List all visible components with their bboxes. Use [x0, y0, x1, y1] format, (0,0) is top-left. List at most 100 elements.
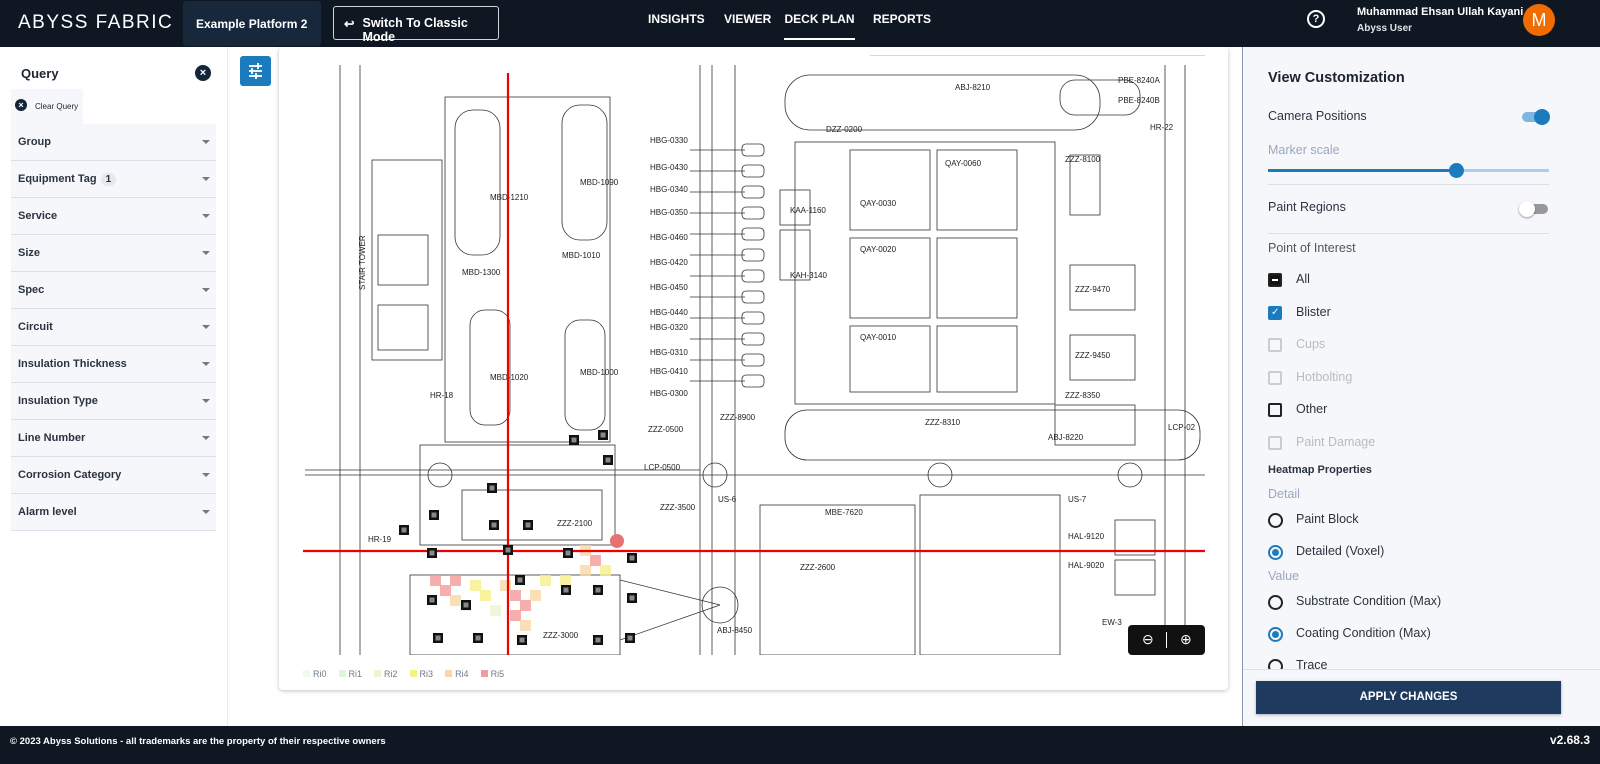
camera-marker[interactable]: [427, 548, 437, 558]
legend-item: Ri0: [303, 669, 327, 679]
camera-marker[interactable]: [461, 600, 471, 610]
checkbox-cups[interactable]: [1268, 338, 1282, 352]
checkbox-blister[interactable]: ✓: [1268, 305, 1282, 320]
nav-deck-plan[interactable]: DECK PLAN: [784, 0, 855, 40]
filter-group[interactable]: Group: [11, 124, 216, 161]
checkbox-all[interactable]: [1268, 273, 1282, 287]
poi-title: Point of Interest: [1268, 241, 1356, 255]
filter-label: Spec: [18, 284, 45, 296]
filter-service[interactable]: Service: [11, 198, 216, 235]
radio-label: Substrate Condition (Max): [1296, 594, 1442, 608]
camera-marker[interactable]: [517, 635, 527, 645]
drawing-label: MBD-1090: [580, 178, 619, 187]
avatar[interactable]: M: [1523, 4, 1555, 36]
switch-classic-mode-button[interactable]: ↩Switch To Classic Mode: [333, 6, 499, 44]
drawing-label: ZZZ-3000: [543, 631, 579, 640]
legend-swatch: [409, 670, 417, 677]
drawing-label: MBD-1010: [562, 251, 601, 260]
drawing-label: HR-18: [430, 391, 454, 400]
filter-label: Corrosion Category: [18, 469, 122, 481]
drawing-label: HBG-0430: [650, 163, 688, 172]
checkbox-label: Blister: [1296, 304, 1331, 319]
camera-marker[interactable]: [563, 548, 573, 558]
camera-marker[interactable]: [569, 435, 579, 445]
marker-scale-slider[interactable]: [1268, 163, 1549, 178]
user-role: Abyss User: [1357, 23, 1413, 34]
drawing-label: ABJ-8450: [717, 626, 753, 635]
filter-label: Group: [18, 136, 51, 148]
deck-plan-drawing[interactable]: MBD-1210MBD-1090MBD-1300MBD-1010MBD-1020…: [300, 55, 1205, 655]
camera-marker[interactable]: [625, 633, 635, 643]
camera-marker[interactable]: [627, 593, 637, 603]
filter-insulation-type[interactable]: Insulation Type: [11, 383, 216, 420]
camera-marker[interactable]: [627, 553, 637, 563]
filter-corrosion-category[interactable]: Corrosion Category: [11, 457, 216, 494]
camera-marker[interactable]: [598, 430, 608, 440]
drawing-label: HBG-0350: [650, 208, 688, 217]
camera-marker[interactable]: [603, 455, 613, 465]
clear-query-button[interactable]: ×Clear Query: [11, 89, 83, 125]
camera-marker[interactable]: [429, 510, 439, 520]
filter-label: Insulation Type: [18, 395, 98, 407]
zoom-out-icon[interactable]: ⊖: [1142, 631, 1154, 647]
heatmap-cell: [430, 575, 441, 586]
zoom-in-icon[interactable]: ⊕: [1180, 631, 1192, 647]
legend-label: Ri2: [384, 669, 398, 679]
camera-positions-toggle[interactable]: [1522, 109, 1550, 125]
radio-coating-condition-max-[interactable]: [1268, 627, 1283, 642]
filter-circuit[interactable]: Circuit: [11, 309, 216, 346]
camera-marker[interactable]: [593, 635, 603, 645]
drawing-label: LCP-0500: [644, 463, 681, 472]
camera-marker[interactable]: [487, 483, 497, 493]
marker-scale-label: Marker scale: [1268, 143, 1340, 157]
camera-marker[interactable]: [433, 633, 443, 643]
camera-marker[interactable]: [515, 575, 525, 585]
view-customization-panel: View Customization Camera Positions Mark…: [1242, 47, 1600, 726]
checkbox-hotbolting[interactable]: [1268, 370, 1282, 385]
filter-alarm-level[interactable]: Alarm level: [11, 494, 216, 531]
camera-marker[interactable]: [503, 545, 513, 555]
legend-item: Ri1: [338, 669, 362, 679]
radio-paint-block[interactable]: [1268, 513, 1283, 528]
camera-marker[interactable]: [593, 585, 603, 595]
close-query-icon[interactable]: ×: [195, 65, 211, 81]
drawing-label: MBE-7620: [825, 508, 863, 517]
camera-marker[interactable]: [473, 633, 483, 643]
selected-marker[interactable]: [610, 534, 624, 548]
filter-spec[interactable]: Spec: [11, 272, 216, 309]
filter-label: Alarm level: [18, 506, 77, 518]
apply-changes-button[interactable]: APPLY CHANGES: [1256, 681, 1561, 714]
section-lines: [303, 73, 1205, 655]
platform-selector[interactable]: Example Platform 2: [183, 1, 321, 46]
checkbox-label: Other: [1296, 402, 1328, 416]
radio-detailed-voxel-[interactable]: [1268, 545, 1283, 560]
radio-substrate-condition-max-[interactable]: [1268, 595, 1283, 610]
help-icon[interactable]: ?: [1307, 10, 1325, 28]
camera-marker[interactable]: [561, 585, 571, 595]
checkbox-other[interactable]: [1268, 403, 1282, 417]
camera-marker[interactable]: [399, 525, 409, 535]
legend-item: Ri5: [480, 669, 504, 679]
drawing-label: STAIR TOWER: [358, 235, 367, 290]
camera-marker[interactable]: [523, 520, 533, 530]
checkbox-paint-damage[interactable]: [1268, 435, 1282, 450]
drawing-label: ZZZ-9450: [1075, 351, 1111, 360]
filter-size[interactable]: Size: [11, 235, 216, 272]
clear-icon: ×: [15, 99, 27, 111]
filter-settings-button[interactable]: [240, 56, 271, 86]
camera-marker[interactable]: [489, 520, 499, 530]
camera-marker[interactable]: [427, 595, 437, 605]
legend-swatch: [480, 670, 488, 677]
heatmap-cell: [520, 600, 531, 611]
drawing-label: US-7: [1068, 495, 1087, 504]
nav-insights[interactable]: INSIGHTS: [648, 12, 705, 26]
nav-viewer[interactable]: VIEWER: [724, 12, 772, 26]
filter-count-badge: 1: [100, 173, 117, 186]
drawing-label: ZZZ-2100: [557, 519, 593, 528]
nav-reports[interactable]: REPORTS: [873, 12, 932, 26]
paint-regions-toggle[interactable]: [1519, 201, 1548, 217]
filter-insulation-thickness[interactable]: Insulation Thickness: [11, 346, 216, 383]
filter-line-number[interactable]: Line Number: [11, 420, 216, 457]
drawing-label: ZZZ-8350: [1065, 391, 1101, 400]
